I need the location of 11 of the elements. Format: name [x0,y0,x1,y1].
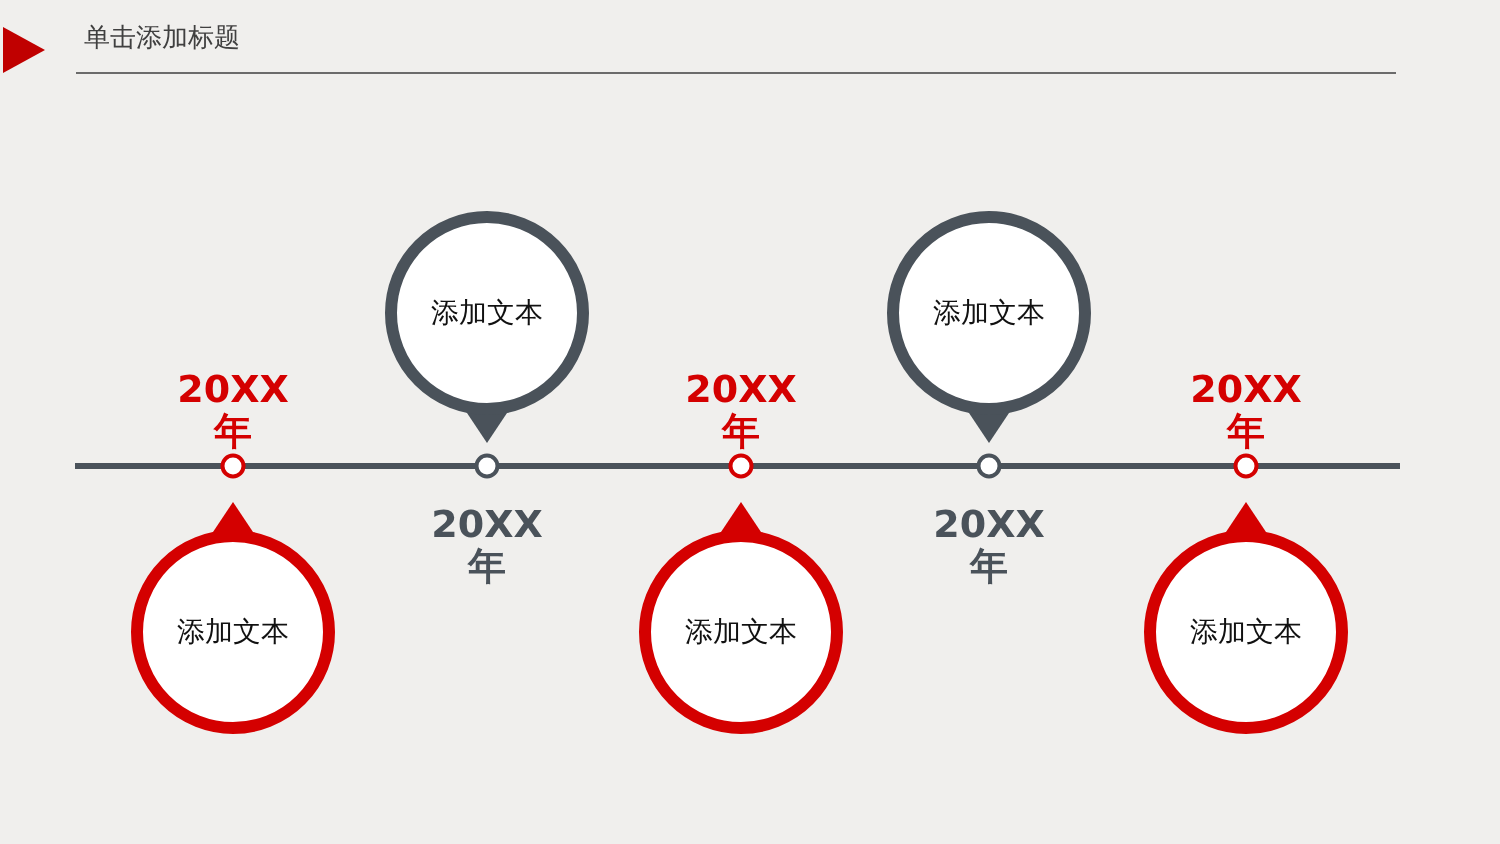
year-label: 20XX年 [932,503,1046,587]
callout-text: 添加文本 [685,615,797,649]
year-label: 20XX年 [176,368,290,452]
year-label: 20XX年 [1189,368,1303,452]
slide-title: 单击添加标题 [84,21,240,54]
callout-text: 添加文本 [933,296,1045,330]
callout-text: 添加文本 [177,615,289,649]
year-label: 20XX年 [684,368,798,452]
year-label: 20XX年 [430,503,544,587]
callout-text: 添加文本 [431,296,543,330]
callout-text: 添加文本 [1190,615,1302,649]
